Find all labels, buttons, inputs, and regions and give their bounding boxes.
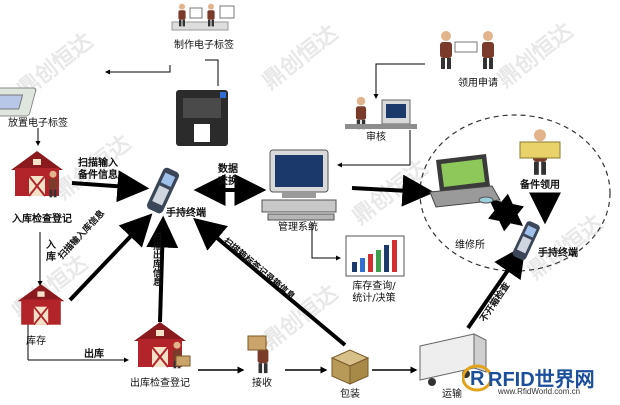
storage-label: 库存 <box>26 336 46 347</box>
scan-input-label: 扫描输入 备件信息 <box>78 158 118 181</box>
edge-mgmt-to-query <box>311 222 341 261</box>
part-receive-worker-icon <box>519 129 561 175</box>
approver-icon <box>345 96 417 130</box>
edge-outbound-to-handheld <box>146 215 179 323</box>
mgmt-label: 管理系统 <box>278 222 318 233</box>
rfid-card-icon <box>0 87 37 117</box>
logo-r-icon: R <box>462 364 492 392</box>
inbound-check-barn-icon <box>9 149 65 198</box>
place-tag-label: 放置电子标签 <box>8 118 68 129</box>
edge-transport-to-repair-handheld <box>466 244 526 330</box>
label-printer-icon <box>176 90 228 146</box>
handheld-repair-label: 手持终端 <box>538 248 578 259</box>
repair-handheld-icon <box>512 219 542 262</box>
truck-icon <box>419 333 487 386</box>
repair-center-label: 维修所 <box>455 240 485 251</box>
inventory-chart-icon <box>345 235 405 277</box>
edge-apply-to-approve <box>373 63 425 99</box>
package-box-icon <box>330 349 370 385</box>
pack-label: 包装 <box>340 389 360 400</box>
apply-handshake-icon <box>440 31 494 69</box>
transport-label: 运输 <box>442 389 462 400</box>
edge-mgmt-to-repair <box>351 174 435 207</box>
rfidworld-logo: R RFID世界网 www.RfidWorld.com.cn <box>462 361 614 399</box>
outbound-label: 出库 <box>84 349 104 360</box>
handheld-main-label: 手持终端 <box>166 208 206 219</box>
outbound-check-label: 出库检查登记 <box>130 378 190 389</box>
make-tag-label: 制作电子标签 <box>174 40 234 51</box>
edge-laptop-handheld-exchange <box>487 193 525 232</box>
edge-checkin-to-handheld <box>71 170 150 203</box>
inbound-check-label: 入库检查登记 <box>12 214 72 225</box>
data-exchange-label: 数据 交换 <box>218 164 238 187</box>
edge-pack-to-handheld <box>193 217 347 347</box>
edge-printer-to-make-tag <box>205 59 219 86</box>
edge-storage-to-handheld <box>68 213 153 302</box>
inventory-query-label: 库存查询/ 统计/决策 <box>352 281 396 304</box>
logo-url: www.RfidWorld.com.cn <box>498 387 581 396</box>
part-receive-label: 备件领用 <box>520 180 560 191</box>
laptop-icon <box>429 154 501 208</box>
approve-label: 审核 <box>366 132 386 143</box>
receiver-worker-icon <box>247 335 269 374</box>
svg-text:R: R <box>470 368 485 390</box>
outbound-check-barn-icon <box>132 320 191 369</box>
edge-approve-to-mgmt <box>337 130 411 168</box>
logo-brand: RFID世界网 <box>488 369 595 391</box>
management-computer-icon <box>261 149 337 221</box>
make-tag-icon <box>171 3 235 31</box>
scan-outbound-label: 扫描出库信息 <box>151 232 161 286</box>
storage-barn-icon <box>16 283 66 326</box>
receive-label: 接收 <box>252 378 272 389</box>
apply-label: 领用申请 <box>458 78 498 89</box>
edge-make-tag-to-place-tag <box>105 65 171 75</box>
inbound-label: 入 库 <box>46 240 56 263</box>
